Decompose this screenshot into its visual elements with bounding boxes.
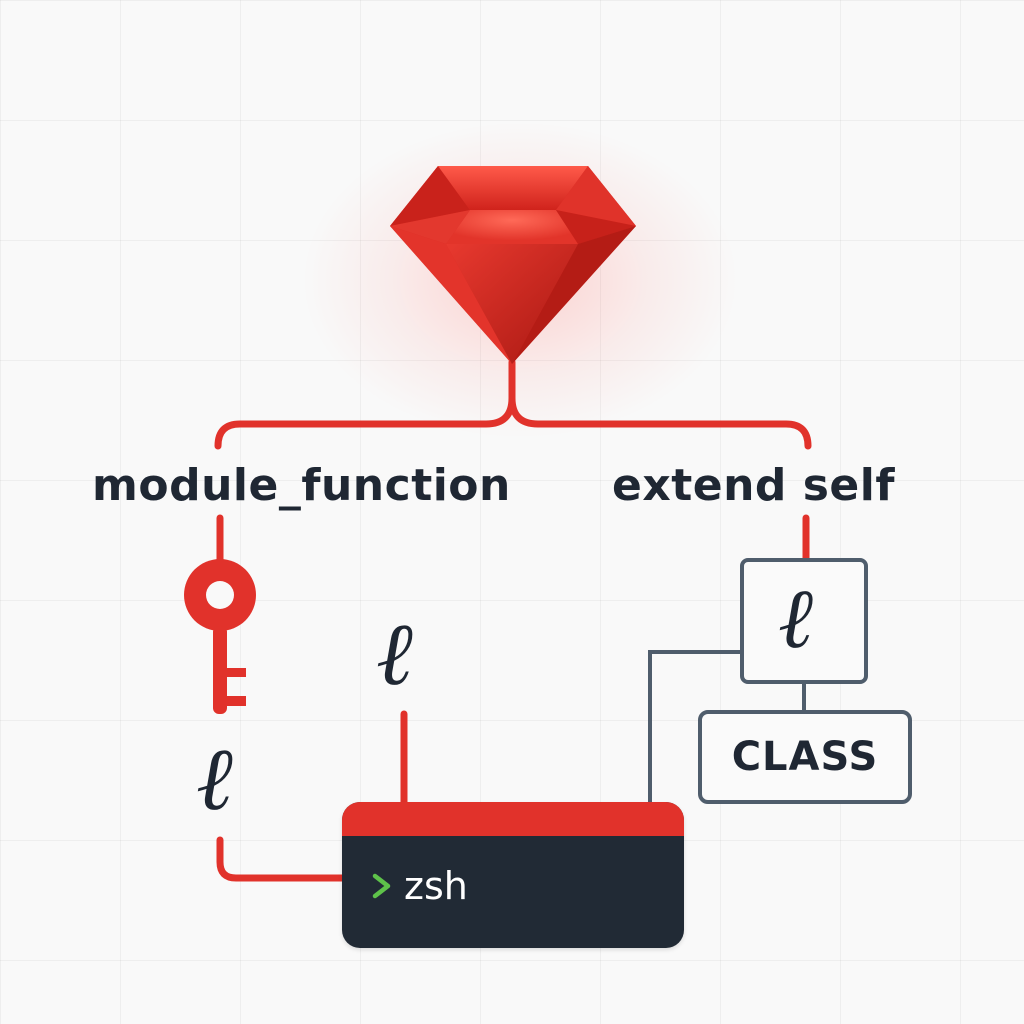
ell-symbol-left: ℓ	[196, 727, 233, 830]
class-box: CLASS	[698, 710, 912, 804]
chevron-right-icon	[372, 873, 391, 899]
terminal-body[interactable]: zsh	[342, 836, 684, 936]
class-box-label: CLASS	[731, 734, 879, 780]
gray-connector-terminal	[648, 650, 742, 806]
ruby-gem-icon	[390, 166, 636, 364]
trunk-line	[214, 358, 516, 450]
terminal-title-bar	[342, 802, 684, 836]
ell-symbol-center: ℓ	[376, 602, 413, 705]
trunk-line-right	[508, 394, 812, 450]
terminal-prompt-text: zsh	[404, 864, 468, 908]
left-lower-line	[216, 836, 348, 882]
extend-self-label: extend self	[612, 460, 895, 511]
terminal-window[interactable]: zsh	[342, 802, 684, 948]
module-function-label: module_function	[92, 460, 511, 511]
ell-box	[740, 558, 868, 684]
ell-symbol-boxed: ℓ	[778, 569, 813, 667]
key-icon	[184, 559, 256, 714]
